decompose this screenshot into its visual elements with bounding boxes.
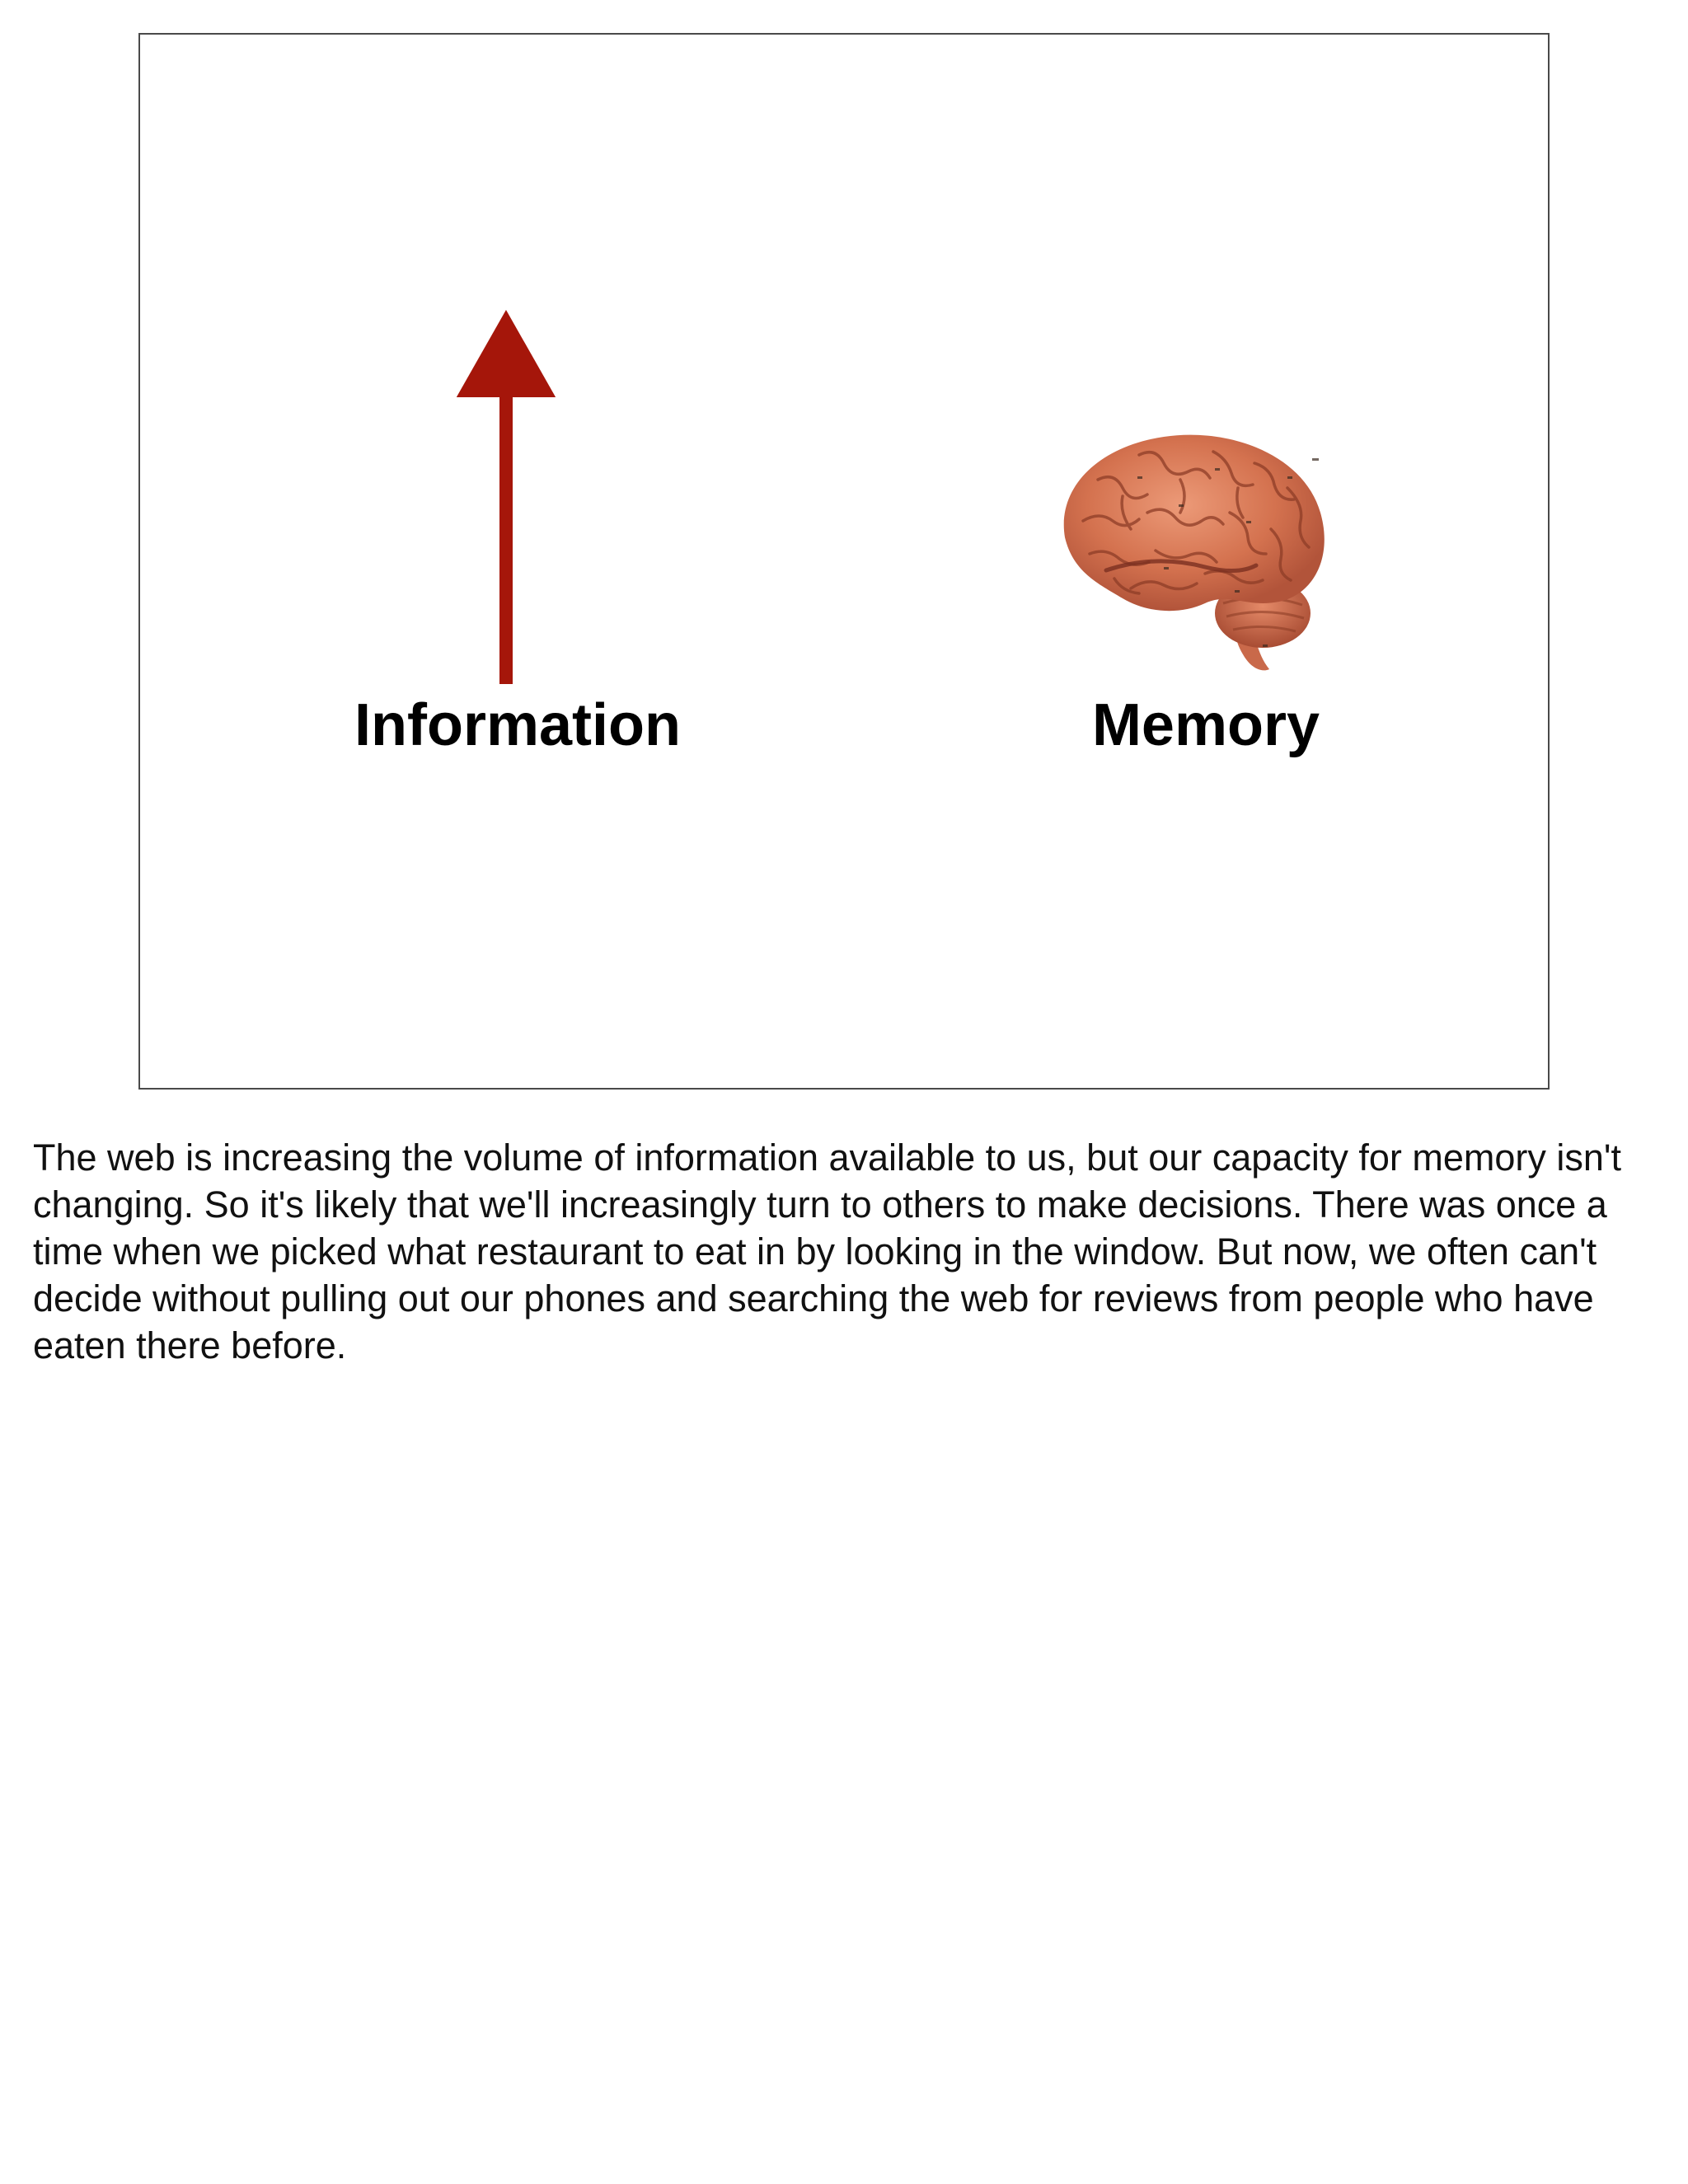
brain-icon — [1063, 434, 1325, 671]
slide-frame: Information Memory — [138, 33, 1550, 1090]
speaker-notes: The web is increasing the volume of info… — [33, 1137, 1622, 1366]
information-label: Information — [354, 692, 681, 758]
up-arrow-icon — [457, 310, 556, 684]
memory-label: Memory — [1091, 692, 1320, 758]
